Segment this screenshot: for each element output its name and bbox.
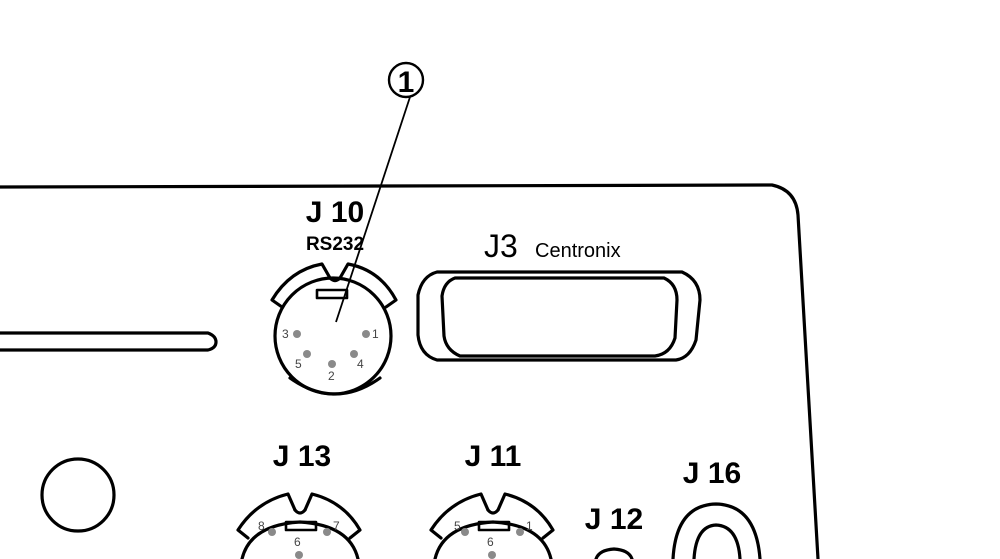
- j11-label: J 11: [465, 440, 522, 473]
- connector-j13: J 13 8 7 6: [236, 440, 362, 559]
- svg-text:6: 6: [487, 535, 494, 549]
- j13-label: J 13: [273, 440, 331, 473]
- svg-text:1: 1: [526, 519, 533, 533]
- connector-j12: J 12: [585, 503, 643, 559]
- connector-j16: J 16: [671, 457, 762, 559]
- svg-text:6: 6: [294, 535, 301, 549]
- j10-label: J 10: [306, 196, 364, 229]
- svg-text:1: 1: [372, 327, 379, 341]
- j12-label: J 12: [585, 503, 643, 536]
- connector-j11: J 11 5 1 6: [429, 440, 555, 559]
- svg-text:5: 5: [295, 357, 302, 371]
- callout-1: 1: [335, 61, 425, 323]
- svg-text:7: 7: [333, 519, 340, 533]
- svg-text:8: 8: [258, 519, 265, 533]
- j10-pins: 3 1 5 4 2: [282, 327, 379, 383]
- svg-text:1: 1: [398, 66, 415, 99]
- svg-text:4: 4: [357, 357, 364, 371]
- mounting-hole: [40, 457, 116, 533]
- connector-j3: J3 Centronix: [416, 228, 702, 362]
- j16-label: J 16: [683, 457, 741, 490]
- connector-j10: J 10 RS232 3 1 5 4 2: [270, 196, 398, 396]
- j10-subtitle: RS232: [306, 234, 364, 255]
- card-slot: [0, 331, 218, 352]
- j3-label: J3: [484, 228, 518, 264]
- svg-text:5: 5: [454, 519, 461, 533]
- svg-text:3: 3: [282, 327, 289, 341]
- panel-outline: [0, 183, 820, 559]
- j3-subtitle: Centronix: [535, 240, 621, 262]
- svg-text:2: 2: [328, 369, 335, 383]
